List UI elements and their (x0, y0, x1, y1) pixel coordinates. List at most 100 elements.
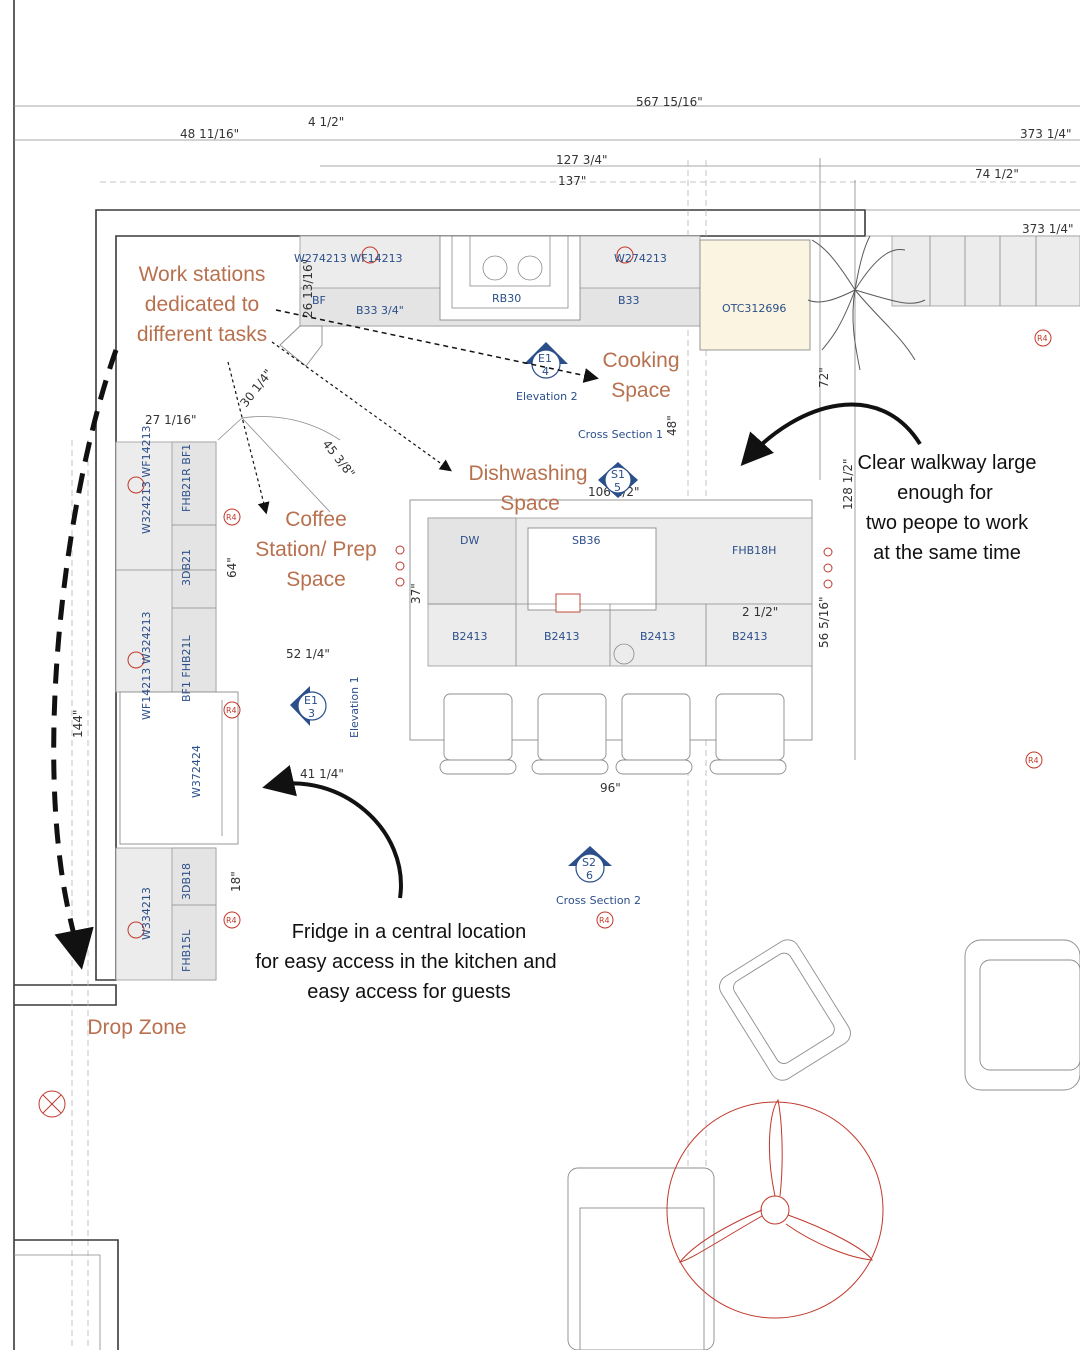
svg-text:Cooking: Cooking (602, 349, 679, 372)
cooking-space-annotation: Cooking Space (602, 349, 679, 402)
dishwashing-space-annotation: Dishwashing Space (468, 462, 587, 515)
svg-text:W334213: W334213 (140, 887, 153, 940)
svg-text:Dishwashing: Dishwashing (468, 462, 587, 485)
svg-text:S2: S2 (582, 856, 596, 869)
elevation-2-marker: E1 4 Elevation 2 (516, 342, 578, 403)
drop-zone-annotation: Drop Zone (87, 1016, 186, 1039)
svg-text:enough for: enough for (897, 482, 993, 504)
svg-text:BF1 FHB21L: BF1 FHB21L (180, 634, 193, 702)
svg-text:137": 137" (558, 174, 586, 188)
svg-text:3: 3 (308, 707, 315, 720)
svg-text:Station/ Prep: Station/ Prep (255, 538, 376, 561)
svg-text:373 1/4": 373 1/4" (1020, 127, 1072, 141)
svg-text:74 1/2": 74 1/2" (975, 167, 1019, 181)
svg-text:R4: R4 (226, 916, 237, 925)
svg-text:127 3/4": 127 3/4" (556, 153, 608, 167)
svg-text:Space: Space (611, 379, 671, 402)
svg-text:48": 48" (665, 415, 679, 436)
svg-text:4: 4 (542, 365, 549, 378)
svg-text:at the same time: at the same time (873, 542, 1021, 564)
svg-text:B2413: B2413 (452, 630, 488, 643)
cross-section-2-marker: S2 6 Cross Section 2 (556, 846, 641, 907)
annotation-arrows (51, 309, 922, 970)
svg-text:R4: R4 (226, 513, 237, 522)
svg-text:easy access for guests: easy access for guests (307, 981, 510, 1003)
elevation-1-marker: E1 3 Elevation 1 (290, 676, 361, 738)
kitchen-island (395, 499, 833, 775)
svg-text:Cross Section 1: Cross Section 1 (578, 428, 663, 441)
svg-text:R4: R4 (1028, 756, 1039, 765)
svg-text:128 1/2": 128 1/2" (841, 458, 855, 510)
svg-text:72": 72" (817, 367, 831, 388)
svg-text:OTC312696: OTC312696 (722, 302, 786, 315)
svg-text:SB36: SB36 (572, 534, 601, 547)
svg-text:dedicated to: dedicated to (145, 293, 259, 316)
svg-text:FHB18H: FHB18H (732, 544, 776, 557)
svg-text:41 1/4": 41 1/4" (300, 767, 344, 781)
svg-text:Coffee: Coffee (285, 508, 347, 531)
svg-text:Clear walkway large: Clear walkway large (858, 452, 1037, 474)
svg-text:WF14213 W324213: WF14213 W324213 (140, 611, 153, 720)
svg-text:B2413: B2413 (544, 630, 580, 643)
outlet-markers: R4 R4 R4 R4 R4 R4 (127, 246, 1052, 939)
svg-text:W274213: W274213 (614, 252, 667, 265)
svg-text:18": 18" (229, 871, 243, 892)
cabinet-tags: W274213 WF14213 BF B33 3/4" RB30 W274213… (140, 252, 786, 972)
svg-text:37": 37" (409, 583, 423, 604)
svg-text:52 1/4": 52 1/4" (286, 647, 330, 661)
svg-text:S1: S1 (611, 468, 625, 481)
svg-text:96": 96" (600, 781, 621, 795)
svg-text:BF: BF (312, 294, 326, 307)
svg-text:48 11/16": 48 11/16" (180, 127, 239, 141)
svg-text:two peope to work: two peope to work (866, 512, 1029, 534)
svg-text:DW: DW (460, 534, 479, 547)
walkway-annotation: Clear walkway large enough for two peope… (858, 452, 1037, 564)
svg-text:B33 3/4": B33 3/4" (356, 304, 404, 317)
svg-text:B33: B33 (618, 294, 640, 307)
fridge-annotation: Fridge in a central location for easy ac… (255, 921, 556, 1003)
svg-text:FHB15L: FHB15L (180, 929, 193, 972)
svg-text:for easy access in the kitchen: for easy access in the kitchen and (255, 951, 556, 973)
svg-text:3DB21: 3DB21 (180, 549, 193, 586)
svg-text:3DB18: 3DB18 (180, 863, 193, 900)
svg-text:B2413: B2413 (640, 630, 676, 643)
svg-text:567 15/16": 567 15/16" (636, 95, 703, 109)
walls (13, 0, 1080, 1350)
svg-text:W372424: W372424 (190, 745, 203, 798)
svg-text:R4: R4 (226, 706, 237, 715)
coffee-station-annotation: Coffee Station/ Prep Space (255, 508, 376, 591)
top-cabinet-run (279, 235, 1080, 367)
svg-text:4 1/2": 4 1/2" (308, 115, 344, 129)
svg-text:Drop Zone: Drop Zone (87, 1016, 186, 1039)
plant-icon (807, 235, 926, 371)
svg-text:Space: Space (500, 492, 560, 515)
svg-text:different tasks: different tasks (137, 323, 267, 346)
left-cabinet-run (115, 416, 341, 981)
cross-section-1-marker: S1 5 Cross Section 1 (578, 428, 663, 498)
svg-text:6: 6 (586, 869, 593, 882)
svg-text:373 1/4": 373 1/4" (1022, 222, 1074, 236)
svg-text:Fridge in a central location: Fridge in a central location (292, 921, 527, 943)
svg-text:W324213 WF14213: W324213 WF14213 (140, 425, 153, 534)
svg-text:FHB21R BF1: FHB21R BF1 (180, 444, 193, 512)
svg-text:64": 64" (225, 557, 239, 578)
svg-text:45 3/8": 45 3/8" (320, 437, 358, 480)
svg-text:Elevation 2: Elevation 2 (516, 390, 578, 403)
svg-text:5: 5 (614, 481, 621, 494)
svg-text:W274213 WF14213: W274213 WF14213 (294, 252, 403, 265)
svg-text:56 5/16": 56 5/16" (817, 596, 831, 648)
svg-text:R4: R4 (599, 916, 610, 925)
svg-text:RB30: RB30 (492, 292, 521, 305)
work-stations-annotation: Work stations dedicated to different tas… (137, 263, 267, 346)
svg-text:2 1/2": 2 1/2" (742, 605, 778, 619)
living-furniture (38, 939, 1080, 1350)
svg-text:E1: E1 (538, 352, 552, 365)
svg-text:Space: Space (286, 568, 346, 591)
svg-text:26 13/16": 26 13/16" (301, 259, 315, 318)
svg-text:Work stations: Work stations (139, 263, 266, 286)
svg-text:Elevation 1: Elevation 1 (348, 676, 361, 738)
svg-text:R4: R4 (1037, 334, 1048, 343)
svg-text:B2413: B2413 (732, 630, 768, 643)
svg-text:27 1/16": 27 1/16" (145, 413, 197, 427)
